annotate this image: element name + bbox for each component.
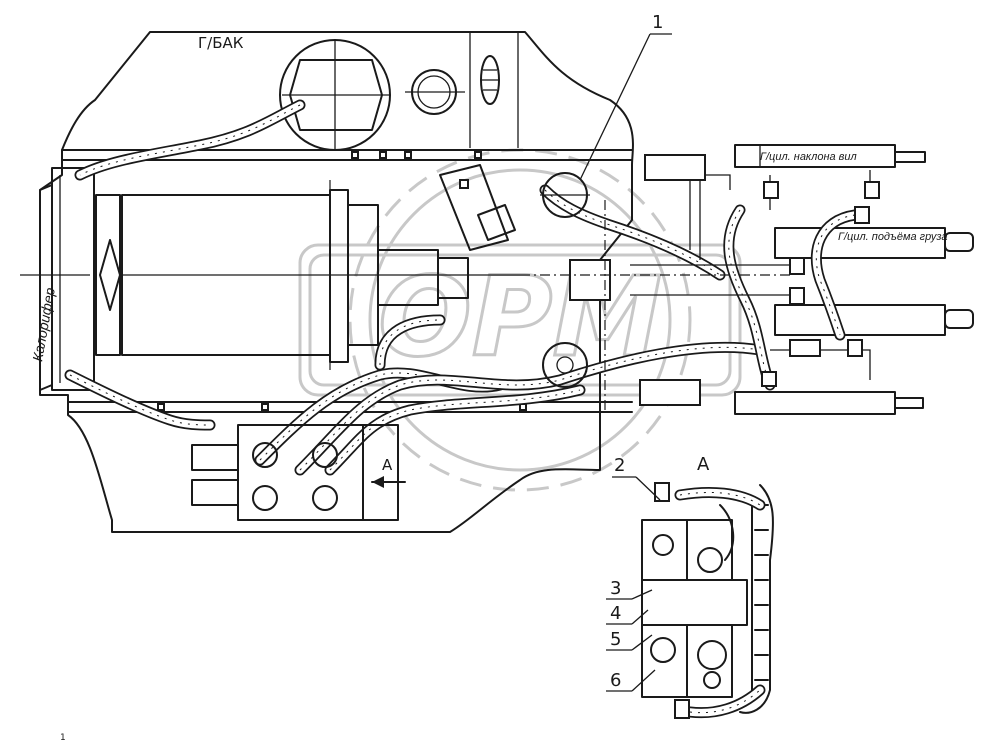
heater-unit	[20, 167, 121, 391]
filter-unit	[439, 164, 516, 251]
frame-outline	[39, 31, 634, 533]
breather-icon	[480, 55, 500, 105]
callout-4-number: 4	[610, 603, 621, 624]
callout-5-number: 5	[610, 629, 621, 650]
lift-cylinder-upper: Г/цил. подъёма груза	[774, 227, 974, 259]
sight-gauge	[405, 69, 465, 115]
view-arrow-a: А	[371, 456, 406, 488]
callout-2-number: 2	[614, 455, 625, 476]
callout-4: 4	[606, 603, 649, 625]
callout-3-number: 3	[610, 578, 621, 599]
hoses-right	[630, 170, 871, 391]
view-a-title: А	[697, 454, 710, 475]
tank-cap	[279, 39, 391, 151]
fittings	[569, 154, 880, 406]
pump-pulley	[540, 172, 590, 388]
lift-cylinder-lower	[774, 304, 974, 336]
callout-1-number: 1	[652, 12, 663, 33]
heater-label: Калорифер	[29, 286, 58, 362]
callout-2: 2	[612, 455, 661, 501]
tank-label: Г/БАК	[198, 34, 244, 52]
callout-1: 1	[579, 12, 672, 181]
margin-mark: 1	[60, 733, 66, 742]
engine-block	[120, 180, 520, 372]
callout-3: 3	[606, 578, 653, 600]
view-a-detail	[641, 482, 774, 719]
tilt-cylinder-lower	[734, 391, 924, 415]
rail-bolts	[157, 151, 527, 411]
callout-6-number: 6	[610, 670, 621, 691]
tilt-cylinder-upper: Г/цил. наклона вил	[734, 144, 926, 168]
callout-5: 5	[606, 629, 653, 651]
hoses-left	[64, 99, 766, 476]
lift-cylinder-label: Г/цил. подъёма груза	[838, 231, 947, 243]
view-arrow-label: А	[382, 456, 393, 474]
control-valve-block	[191, 424, 399, 521]
tilt-cylinder-label: Г/цил. наклона вил	[760, 151, 857, 163]
callout-6: 6	[606, 669, 656, 692]
